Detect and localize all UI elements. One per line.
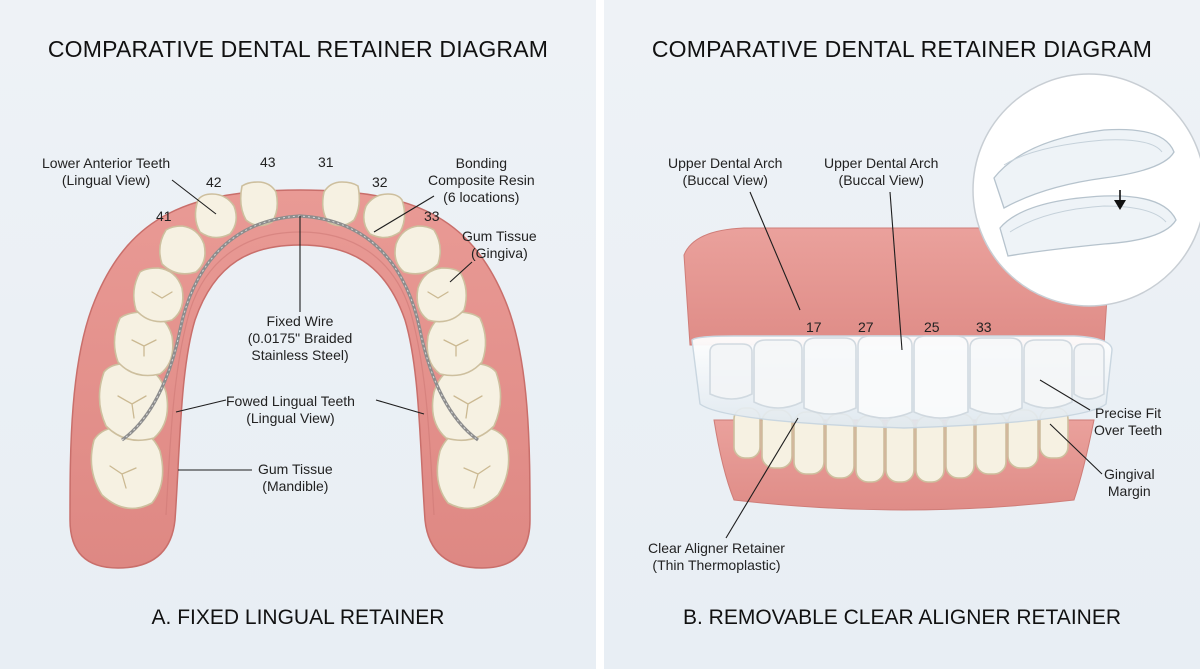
fixed-retainer-illustration [69,179,531,569]
tooth-number: 33 [976,319,992,335]
panel-clear-aligner: COMPARATIVE DENTAL RETAINER DIAGRAM [604,0,1200,669]
label-bonding-composite: Bonding Composite Resin (6 locations) [428,155,535,205]
label-gum-tissue-gingiva: Gum Tissue (Gingiva) [462,228,537,261]
tooth-number: 42 [206,174,222,190]
teeth-right-side [321,181,510,510]
leader-lines-a [171,179,473,471]
tooth-number: 27 [858,319,874,335]
tooth [132,267,184,323]
panel-divider [596,0,604,669]
panel-fixed-retainer: COMPARATIVE DENTAL RETAINER DIAGRAM [0,0,596,669]
label-upper-dental-arch-1: Upper Dental Arch (Buccal View) [668,155,783,188]
label-fixed-wire: Fixed Wire (0.0175" Braided Stainless St… [247,313,353,363]
tooth [194,193,238,239]
upper-teeth [709,335,1105,419]
label-gingival-margin: Gingival Margin [1104,466,1155,499]
panel-b-title: COMPARATIVE DENTAL RETAINER DIAGRAM [651,36,1153,62]
tooth-number: 43 [260,154,276,170]
tooth [394,225,442,275]
tooth [416,267,468,323]
label-upper-dental-arch-2: Upper Dental Arch (Buccal View) [824,155,939,188]
aligner-inset [972,73,1200,307]
arrow-down-icon [1114,200,1126,210]
label-precise-fit: Precise Fit Over Teeth [1094,405,1163,438]
tooth-number: 17 [806,319,822,335]
tooth-number: 25 [924,319,940,335]
tooth [239,181,279,227]
tooth [158,225,206,275]
clear-aligner-illustration [683,73,1200,539]
label-clear-aligner-retainer: Clear Aligner Retainer (Thin Thermoplast… [648,540,785,573]
leader-lines-b [725,191,1103,539]
panel-b-caption: B. REMOVABLE CLEAR ALIGNER RETAINER [682,606,1121,629]
tooth-number: 32 [372,174,388,190]
tooth [362,193,406,239]
tooth-number: 33 [424,208,440,224]
label-gum-tissue-mandible: Gum Tissue (Mandible) [258,461,333,494]
panel-a-caption: A. FIXED LINGUAL RETAINER [151,606,445,629]
tooth [321,181,361,227]
label-lingual-teeth: Fowed Lingual Teeth (Lingual View) [226,393,355,426]
panel-a-title: COMPARATIVE DENTAL RETAINER DIAGRAM [47,36,549,62]
tooth-number: 41 [156,208,172,224]
teeth-left-side [90,181,279,510]
tooth-number: 31 [318,154,334,170]
label-lower-anterior-teeth: Lower Anterior Teeth (Lingual View) [42,155,171,188]
